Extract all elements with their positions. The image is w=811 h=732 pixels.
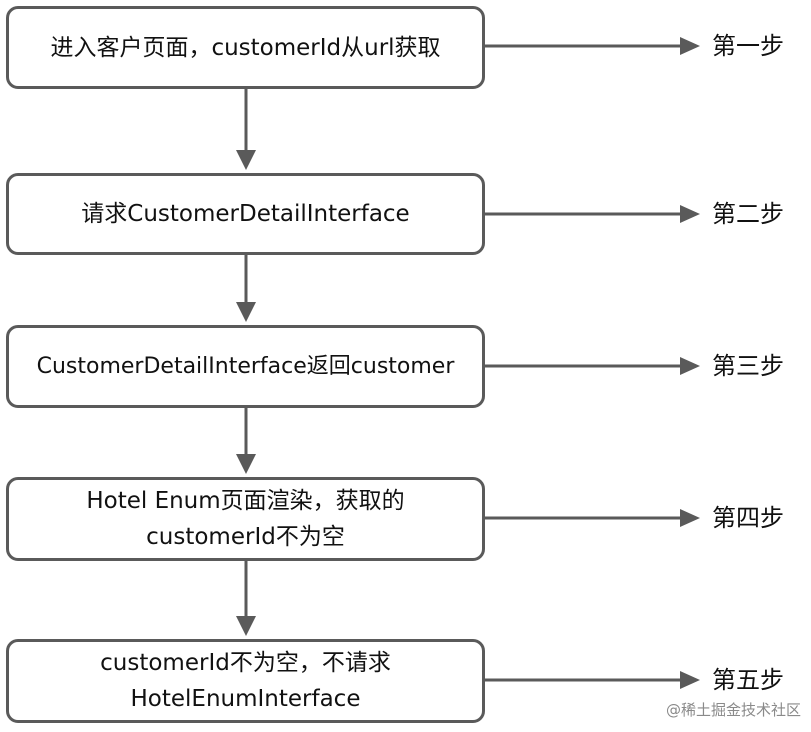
flow-box-step-3-text: CustomerDetailInterface返回customer xyxy=(36,353,455,379)
down-arrowhead-1 xyxy=(236,150,256,170)
right-arrowhead-1 xyxy=(680,37,700,55)
flow-box-step-4-text-line-2: customerId不为空 xyxy=(146,524,345,550)
down-arrowhead-2 xyxy=(236,302,256,322)
step-label-4: 第四步 xyxy=(712,504,784,532)
step-label-5: 第五步 xyxy=(712,666,784,694)
flow-box-step-2: 请求CustomerDetailInterface xyxy=(6,173,485,255)
flow-box-step-1-text: 进入客户页面，customerId从url获取 xyxy=(50,34,441,61)
step-label-1: 第一步 xyxy=(712,32,784,60)
right-arrowhead-3 xyxy=(680,357,700,375)
flow-box-step-4: Hotel Enum页面渲染，获取的 customerId不为空 xyxy=(6,477,485,561)
flow-box-step-1: 进入客户页面，customerId从url获取 xyxy=(6,6,485,89)
right-arrowhead-2 xyxy=(680,205,700,223)
flow-box-step-4-text-line-1: Hotel Enum页面渲染，获取的 xyxy=(86,488,405,514)
step-label-3: 第三步 xyxy=(712,352,784,380)
right-arrows xyxy=(485,37,700,689)
flow-box-step-5: customerId不为空，不请求 HotelEnumInterface xyxy=(6,639,485,723)
right-arrowhead-4 xyxy=(680,509,700,527)
step-label-2: 第二步 xyxy=(712,200,784,228)
flow-box-step-2-text: 请求CustomerDetailInterface xyxy=(81,201,410,227)
flow-box-step-5-text-line-1: customerId不为空，不请求 xyxy=(100,650,391,676)
down-arrows xyxy=(236,89,256,636)
down-arrowhead-4 xyxy=(236,616,256,636)
watermark: @稀土掘金技术社区 xyxy=(665,701,801,719)
flow-box-step-5-text-line-2: HotelEnumInterface xyxy=(130,686,361,712)
down-arrowhead-3 xyxy=(236,454,256,474)
flow-box-step-3: CustomerDetailInterface返回customer xyxy=(6,325,485,408)
right-arrowhead-5 xyxy=(680,671,700,689)
